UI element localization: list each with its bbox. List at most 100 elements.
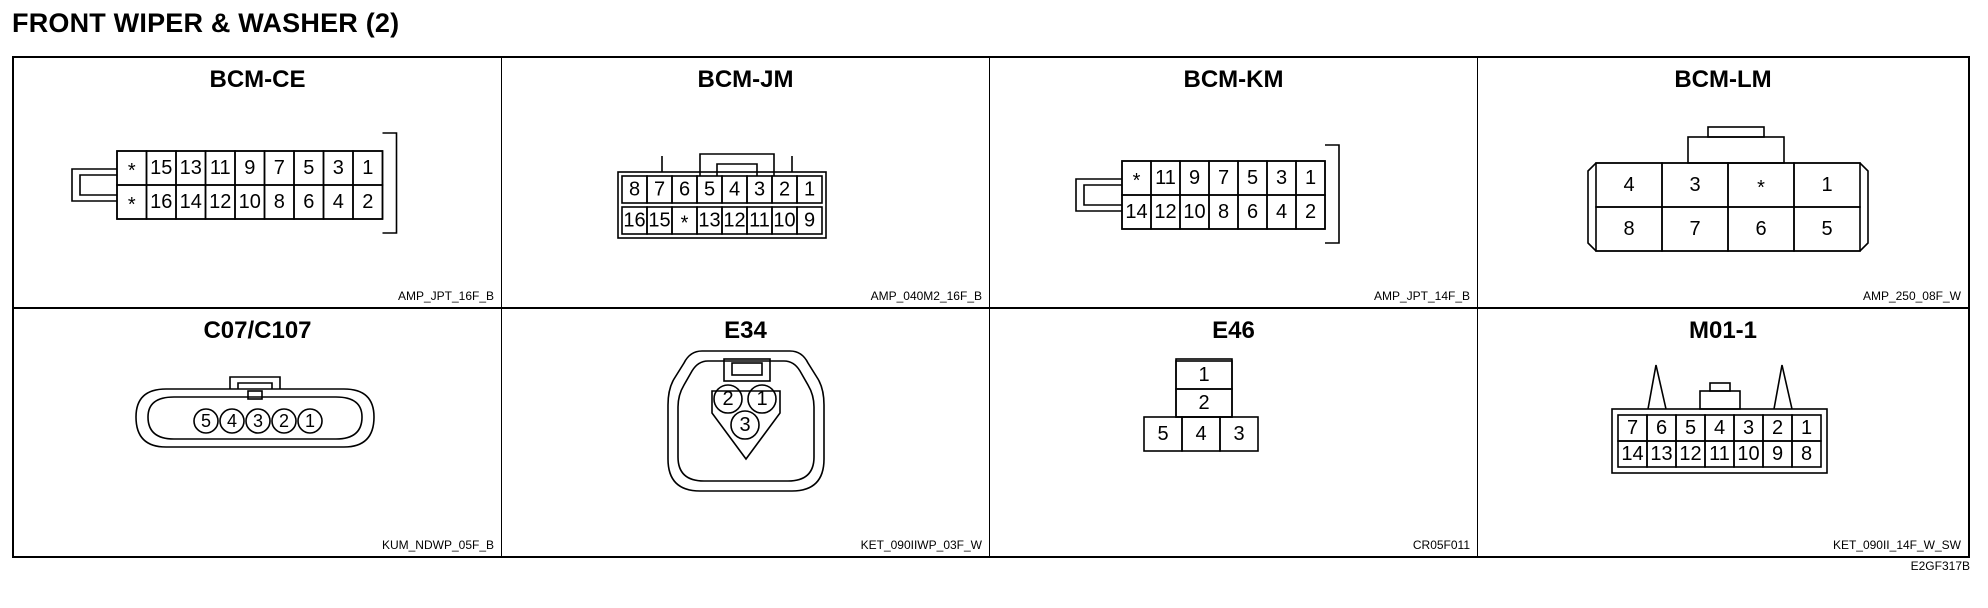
lock-window [247,390,263,400]
pin-label: 4 [227,411,237,431]
pin-label: 13 [180,157,202,179]
connector-code: CR05F011 [1412,538,1470,552]
connector-name: BCM-LM [1674,66,1772,93]
locking-tab [1687,136,1785,164]
pin-label: 9 [1189,167,1200,189]
pin-label: 8 [629,179,640,201]
pin-label: 5 [201,411,211,431]
housing-top [1175,358,1233,418]
pin-label: 5 [303,157,314,179]
pin-label: 8 [1218,201,1229,223]
pin-label: 6 [1755,218,1766,240]
latch-left [71,168,117,202]
housing-inner [147,396,363,440]
pin-cell [730,410,760,440]
connector-code: AMP_040M2_16F_B [870,289,982,303]
pin-cell [796,175,823,204]
connector-name: BCM-CE [209,66,306,93]
pin-label: 6 [1656,417,1667,439]
pin-label: 13 [698,210,720,232]
connector-code: AMP_JPT_14F_B [1373,289,1470,303]
pin-cell [747,384,777,414]
pin-label: 6 [303,191,314,213]
latch-right [1325,144,1340,244]
locking-tab [1699,390,1741,410]
pin-label: 16 [150,191,172,213]
pin-label: 8 [274,191,285,213]
pin-label: 7 [274,157,285,179]
pin-label: 1 [362,157,373,179]
guide-rib [1647,364,1667,410]
latch-left [1075,178,1122,212]
pin-label: 1 [1305,167,1316,189]
pin-cell [271,408,297,434]
pin-label: 1 [756,388,767,410]
pin-cell [1219,416,1259,452]
pin-cell [219,408,245,434]
pin-label: 12 [1154,201,1176,223]
empty-cavity-marker: * [128,194,136,216]
pin-label: 5 [1821,218,1832,240]
pin-cell [1791,440,1822,468]
pin-label: 3 [1743,417,1754,439]
pin-cell [297,408,323,434]
pin-label: 1 [804,179,815,201]
pin-label: 2 [1772,417,1783,439]
terminal-cavity [711,390,781,461]
pin-label: 1 [1821,174,1832,196]
pin-label: 2 [722,388,733,410]
pin-cell [1295,194,1326,230]
housing-inner [677,360,815,482]
connector-name: E46 [1212,317,1255,344]
latch-left-inner [79,174,117,196]
connector-name: C07/C107 [203,317,312,344]
pin-label: 4 [1714,417,1725,439]
pin-label: 7 [654,179,665,201]
pin-label: 9 [244,157,255,179]
locking-tab [699,153,775,176]
pin-label: 10 [773,210,795,232]
lock-window [731,362,763,376]
locking-tab-inner [716,163,758,176]
pin-label: 15 [648,210,670,232]
pin-label: 3 [253,411,263,431]
pin-label: 8 [1801,443,1812,465]
housing-body [135,388,375,448]
pin-label: 6 [1247,201,1258,223]
housing-outer [667,350,825,492]
connector-code: KUM_NDWP_05F_B [381,538,494,552]
pin-label: 10 [1183,201,1205,223]
pin-label: 8 [1623,218,1634,240]
pin-label: 3 [1276,167,1287,189]
guide-rib [1773,364,1793,410]
pin-label: 3 [1233,423,1244,445]
pin-label: 2 [362,191,373,213]
pin-label: 5 [704,179,715,201]
pin-label: 4 [1623,174,1634,196]
connector-code: KET_090IIWP_03F_W [860,538,982,552]
housing-body [617,171,827,239]
pin-label: 14 [180,191,202,213]
pin-label: 5 [1685,417,1696,439]
empty-cavity-marker: * [681,213,689,235]
pin-label: 4 [729,179,740,201]
connector-name: BCM-KM [1183,66,1284,93]
pin-cell [352,184,384,220]
pin-label: 12 [1679,443,1701,465]
document-code: E2GF317B [1910,559,1970,573]
connector-name: E34 [724,317,767,344]
pin-cell [245,408,271,434]
pin-label: 7 [1627,417,1638,439]
connector-code: AMP_JPT_16F_B [397,289,494,303]
